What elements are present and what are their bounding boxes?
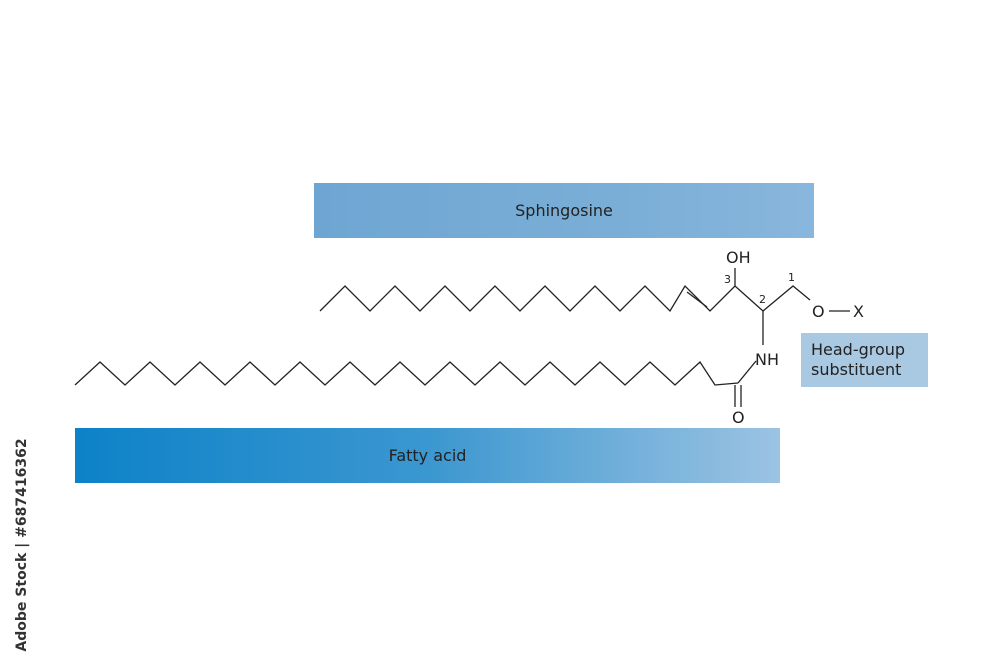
fatty-acid-band: Fatty acid bbox=[75, 428, 780, 483]
n-c-bond bbox=[737, 360, 757, 384]
head-group-box: Head-group substituent bbox=[801, 333, 928, 387]
carbon-number-2: 2 bbox=[759, 293, 766, 306]
ether-o-label: O bbox=[812, 302, 825, 321]
stock-id-label: Adobe Stock | #687416362 bbox=[14, 438, 30, 652]
head-group-label-line2: substituent bbox=[811, 360, 902, 379]
carbonyl-o-label: O bbox=[732, 408, 745, 427]
hydroxyl-label: OH bbox=[726, 248, 751, 267]
sphingosine-band: Sphingosine bbox=[314, 183, 814, 238]
sphingosine-label: Sphingosine bbox=[515, 201, 613, 220]
carbon-number-3: 3 bbox=[724, 273, 731, 286]
amide-n-label: NH bbox=[755, 350, 779, 369]
stock-watermark: Adobe Stock | #687416362 bbox=[12, 430, 32, 660]
head-group-label-line1: Head-group bbox=[811, 340, 906, 359]
fatty-acid-chain bbox=[74, 361, 739, 386]
double-bond bbox=[686, 291, 708, 308]
sphingosine-chain bbox=[319, 284, 811, 313]
x-label: X bbox=[853, 302, 864, 321]
fatty-acid-label: Fatty acid bbox=[388, 446, 467, 465]
carbon-number-1: 1 bbox=[788, 271, 795, 284]
